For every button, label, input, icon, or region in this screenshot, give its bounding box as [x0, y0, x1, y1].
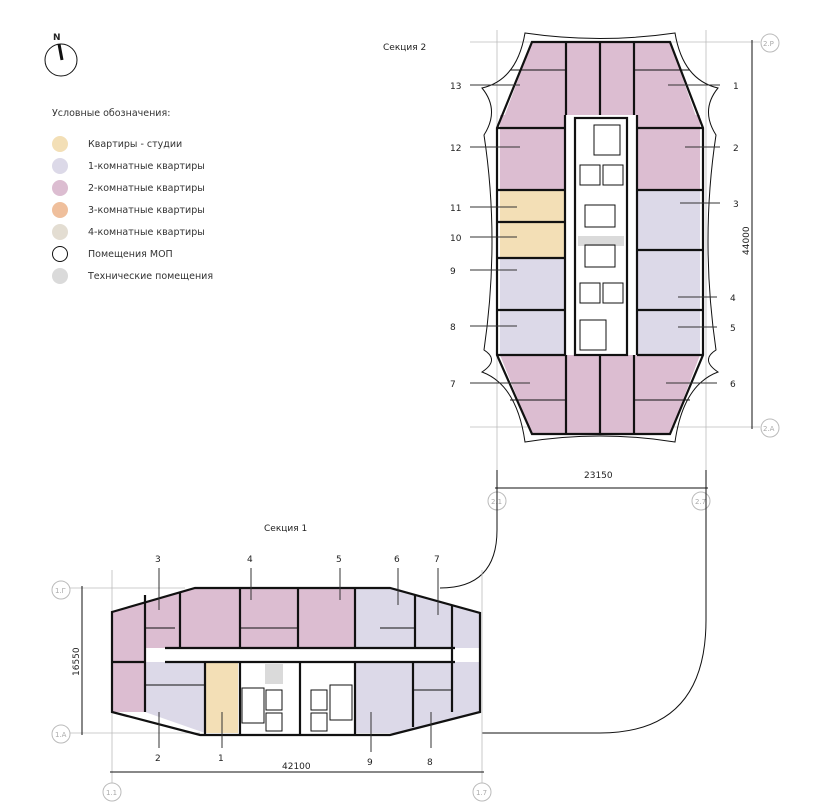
unit-1room — [637, 190, 700, 355]
legend-label: 4-комнатные квартиры — [88, 226, 205, 238]
legend-label: 3-комнатные квартиры — [88, 204, 205, 216]
section1-axis-markers: 1.Г 1.А 1.1 1.7 16550 42100 — [51, 580, 492, 802]
axis-label: 1.Г — [55, 587, 66, 595]
unit-number: 6 — [394, 555, 400, 565]
unit-1room — [500, 258, 565, 355]
unit-studio — [500, 190, 565, 258]
unit-number: 3 — [155, 555, 161, 565]
legend-label: 2-комнатные квартиры — [88, 182, 205, 194]
legend-item-4room: 4-комнатные квартиры — [52, 221, 213, 243]
legend-item-1room: 1-комнатные квартиры — [52, 155, 213, 177]
color-swatch-icon — [52, 180, 68, 196]
legend-label: Технические помещения — [88, 270, 214, 282]
section1-walls — [110, 586, 482, 737]
section1-title: Секция 1 — [264, 524, 307, 534]
unit-number: 13 — [450, 82, 461, 92]
legend-label: Помещения МОП — [88, 248, 173, 260]
legend-item-studio: Квартиры - студии — [52, 133, 213, 155]
unit-number: 2 — [155, 754, 161, 764]
section2-left-labels: 13 12 11 10 9 8 7 — [450, 82, 530, 390]
unit-1room — [355, 662, 480, 733]
unit-number: 9 — [367, 758, 373, 768]
axis-label: 1.А — [55, 731, 67, 739]
unit-number: 4 — [247, 555, 253, 565]
compass-label: N — [53, 33, 61, 43]
unit-number: 2 — [733, 144, 739, 154]
unit-number: 3 — [733, 200, 739, 210]
color-swatch-icon — [52, 202, 68, 218]
legend-title: Условные обозначения: — [52, 108, 171, 119]
common-corridor — [168, 648, 453, 662]
unit-number: 6 — [730, 380, 736, 390]
axis-label: 2.Р — [763, 40, 774, 48]
section1-bottom-labels: 2 1 9 8 — [155, 712, 433, 768]
connector-line — [482, 470, 707, 734]
tech-room — [578, 236, 624, 246]
unit-2room — [112, 588, 355, 712]
unit-1room — [145, 662, 205, 733]
unit-number: 7 — [450, 380, 456, 390]
unit-number: 12 — [450, 144, 461, 154]
legend: Условные обозначения: Квартиры - студии … — [52, 108, 213, 287]
dimension-height: 16550 — [72, 647, 82, 676]
section1-grid — [70, 570, 484, 785]
unit-number: 5 — [336, 555, 342, 565]
unit-number: 11 — [450, 204, 461, 214]
color-swatch-icon — [52, 224, 68, 240]
connector-line — [439, 470, 498, 589]
unit-number: 1 — [218, 754, 224, 764]
section2-walls — [495, 40, 705, 436]
unit-number: 10 — [450, 234, 462, 244]
north-compass-icon: N — [44, 33, 78, 77]
section2-right-labels: 1 2 3 4 5 6 — [666, 82, 739, 390]
axis-label: 2.7 — [695, 498, 706, 506]
unit-number: 5 — [730, 324, 736, 334]
unit-2room — [500, 115, 565, 190]
legend-item-technical: Технические помещения — [52, 265, 213, 287]
dimension-width: 42100 — [282, 762, 311, 772]
legend-label: 1-комнатные квартиры — [88, 160, 205, 172]
unit-1room — [355, 588, 480, 648]
axis-label: 1.1 — [106, 789, 117, 797]
unit-number: 8 — [450, 323, 456, 333]
axis-label: 1.7 — [476, 789, 487, 797]
color-swatch-icon — [52, 136, 68, 152]
unit-number: 9 — [450, 267, 456, 277]
unit-number: 7 — [434, 555, 440, 565]
axis-label: 2.А — [763, 425, 775, 433]
section2-shell — [480, 32, 720, 443]
legend-item-common: Помещения МОП — [52, 243, 213, 265]
tech-room — [265, 664, 283, 684]
color-swatch-icon — [52, 158, 68, 174]
legend-label: Квартиры - студии — [88, 138, 183, 150]
unit-number: 1 — [733, 82, 739, 92]
dimension-height: 44000 — [742, 226, 752, 255]
legend-item-3room: 3-комнатные квартиры — [52, 199, 213, 221]
section2-title: Секция 2 — [383, 43, 426, 53]
unit-2room — [637, 115, 700, 190]
color-swatch-icon — [52, 246, 68, 262]
section1-units — [112, 588, 480, 733]
unit-number: 8 — [427, 758, 433, 768]
unit-number: 4 — [730, 294, 736, 304]
section1-top-labels: 3 4 5 6 7 — [155, 555, 440, 615]
unit-2room — [112, 648, 145, 712]
color-swatch-icon — [52, 268, 68, 284]
legend-item-2room: 2-комнатные квартиры — [52, 177, 213, 199]
dimension-width: 23150 — [584, 471, 613, 481]
